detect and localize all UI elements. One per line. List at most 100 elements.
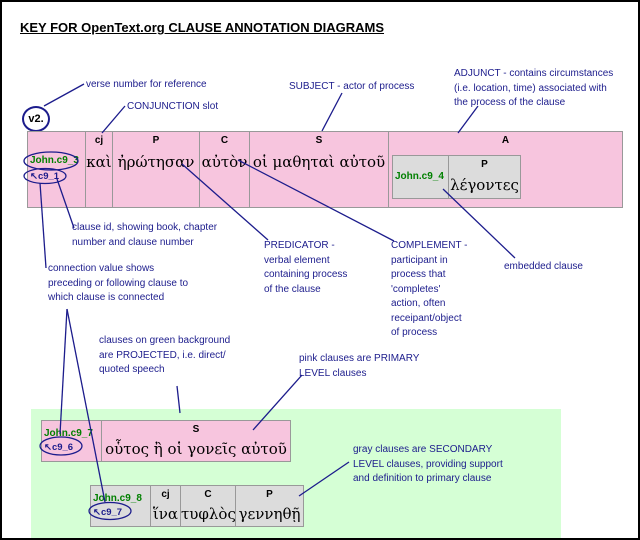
note-line: embedded clause — [504, 261, 583, 272]
clause-id: John.c9_3 — [30, 155, 79, 166]
note-line: quoted speech — [99, 364, 165, 375]
primary-clause: John.c9_3 ↖c9_1 cj καὶ P ἠρώτησαν C αὐτὸ… — [27, 131, 623, 208]
note-subject: SUBJECT - actor of process — [289, 80, 414, 95]
leader-connection-main — [39, 182, 47, 269]
slot-text: καὶ — [86, 153, 112, 171]
slot-text: τυφλὸς — [181, 505, 236, 523]
slot-c: C αὐτὸν — [200, 132, 250, 207]
slot-cj: cj καὶ — [86, 132, 113, 207]
note-line: pink clauses are PRIMARY — [299, 353, 420, 364]
oval-connection — [23, 167, 67, 185]
projected-clause: John.c9_7 ↖c9_6 S οὗτος ἢ οἱ γονεῖς αὐτο… — [41, 420, 291, 462]
note-line: containing process — [264, 269, 348, 280]
leader-clause-id — [56, 178, 75, 229]
oval-projected-connection — [39, 436, 83, 456]
note-line: and definition to primary clause — [353, 473, 492, 484]
note-line: LEVEL clauses — [299, 367, 367, 379]
note-line: (i.e. location, time) associated with — [454, 82, 607, 94]
note-line: SUBJECT - actor of process — [289, 81, 415, 92]
note-line: LEVEL clauses, providing support — [353, 458, 503, 470]
slot-label: P — [266, 489, 273, 500]
slot-s: S οὗτος ἢ οἱ γονεῖς αὐτοῦ — [102, 421, 290, 461]
connection-value: ↖c9_7 — [93, 507, 123, 518]
leader-secondary — [298, 461, 350, 497]
leader-embedded — [442, 188, 516, 259]
leader-complement — [237, 159, 395, 242]
slot-s: S οἱ μαθηταὶ αὐτοῦ — [250, 132, 389, 207]
note-secondary: gray clauses are SECONDARY LEVEL clauses… — [353, 443, 503, 487]
note-connection: connection value shows preceding or foll… — [48, 262, 188, 306]
clause-id: John.c9_8 — [93, 493, 142, 504]
leader-conjunction — [101, 105, 126, 134]
note-line: preceding or following clause to — [48, 277, 189, 289]
note-line: COMPLEMENT - — [391, 240, 468, 251]
note-line: gray clauses are SECONDARY — [353, 444, 493, 455]
note-adjunct: ADJUNCT - contains circumstances (i.e. l… — [454, 67, 613, 111]
clause-id: John.c9_7 — [44, 428, 93, 439]
slot-label: cj — [161, 489, 170, 500]
slot-text: οἱ μαθηταὶ αὐτοῦ — [252, 153, 386, 171]
oval-secondary-connection — [88, 501, 132, 521]
leader-connection-secondary — [66, 308, 106, 503]
embedded-clause: John.c9_4 P λέγοντες — [392, 155, 521, 199]
note-line: CONJUNCTION slot — [127, 101, 219, 112]
note-line: which clause is connected — [48, 292, 165, 303]
leader-primary — [252, 374, 303, 431]
note-line: connection value shows — [48, 263, 155, 274]
slot-label: P — [152, 135, 160, 146]
slot-cj: cj ἵνα — [151, 486, 181, 526]
slot-c: C τυφλὸς — [181, 486, 236, 526]
note-complement: COMPLEMENT - participant in process that… — [391, 239, 468, 341]
note-line: verbal element — [264, 254, 330, 266]
note-line: clause id, showing book, chapter — [72, 222, 218, 233]
slot-a: A — [389, 132, 622, 207]
note-line: the process of the clause — [454, 97, 566, 108]
clause-id-cell: John.c9_7 ↖c9_6 — [42, 421, 102, 461]
note-predicator: PREDICATOR - verbal element containing p… — [264, 239, 347, 297]
note-line: are PROJECTED, i.e. direct/ — [99, 349, 226, 361]
slot-label: S — [192, 424, 200, 435]
slot-label: C — [204, 489, 212, 500]
note-verse-number: verse number for reference — [86, 78, 207, 93]
leader-predicator — [181, 163, 269, 241]
connection-value: ↖c9_6 — [44, 442, 74, 453]
slot-text: ἵνα — [152, 505, 179, 523]
leader-verse — [43, 83, 85, 107]
note-line: ADJUNCT - contains circumstances — [454, 68, 614, 79]
leader-connection-projected — [59, 308, 68, 435]
note-projected: clauses on green background are PROJECTE… — [99, 334, 230, 378]
slot-label: A — [501, 135, 510, 146]
note-line: process that — [391, 269, 446, 280]
clause-id: John.c9_4 — [395, 171, 444, 182]
slot-text: οὗτος ἢ οἱ γονεῖς αὐτοῦ — [105, 440, 287, 458]
clause-id-cell: John.c9_3 ↖c9_1 — [28, 132, 86, 207]
leader-subject — [321, 92, 343, 132]
slot-p: P γεννηθῇ — [236, 486, 303, 526]
slot-p: P λέγοντες — [449, 156, 520, 198]
oval-clause-id — [23, 151, 79, 171]
clause-id-cell: John.c9_4 — [393, 156, 449, 198]
note-line: verse number for reference — [86, 79, 207, 90]
slot-label: P — [481, 159, 488, 170]
note-line: clauses on green background — [99, 335, 231, 346]
note-clause-id: clause id, showing book, chapter number … — [72, 221, 217, 250]
connection-value: ↖c9_1 — [30, 171, 60, 182]
slot-label: cj — [94, 135, 104, 146]
note-line: PREDICATOR - — [264, 240, 335, 251]
slot-p: P ἠρώτησαν — [113, 132, 200, 207]
leader-adjunct — [457, 105, 479, 134]
leader-projected — [176, 385, 181, 414]
note-line: of the clause — [264, 283, 321, 295]
slot-text: αὐτὸν — [201, 153, 248, 171]
note-line: 'completes' — [391, 283, 441, 295]
slot-label: C — [220, 135, 229, 146]
note-line: receipant/object — [391, 312, 462, 324]
note-conjunction: CONJUNCTION slot — [127, 100, 218, 115]
slot-text: ἠρώτησαν — [117, 153, 195, 171]
note-line: of process — [391, 327, 438, 338]
note-line: action, often — [391, 298, 446, 309]
slot-text: λέγοντες — [450, 176, 519, 194]
note-embedded: embedded clause — [504, 260, 583, 275]
